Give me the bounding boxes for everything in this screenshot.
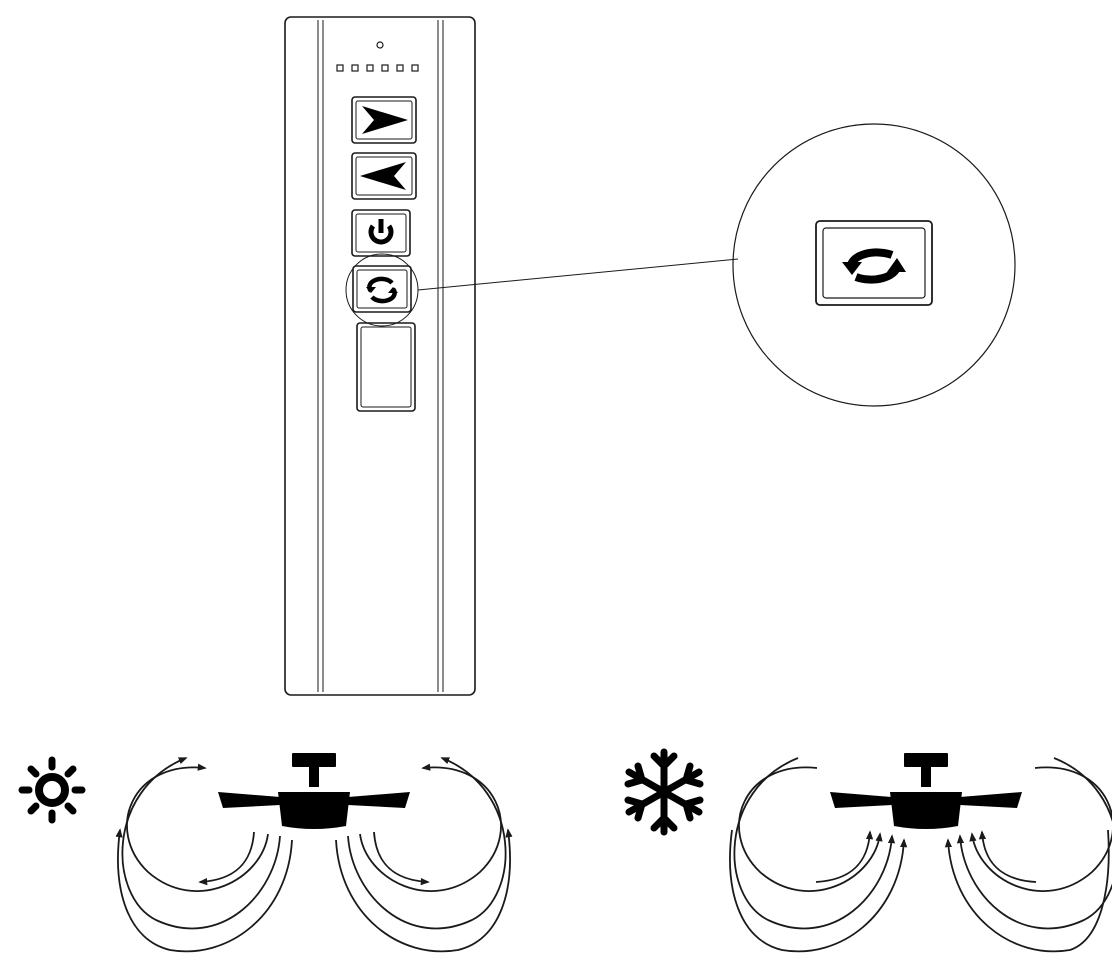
reverse-arrows-icon	[842, 248, 906, 284]
arrow-left-icon	[360, 162, 406, 190]
ceiling-fan	[830, 753, 1022, 829]
zoom-callout	[417, 123, 1016, 407]
remote-body	[284, 16, 476, 696]
remote-status-led	[376, 41, 384, 49]
arrow-right-icon	[362, 106, 408, 134]
ceiling-fan	[218, 753, 410, 829]
indicator-led	[351, 64, 359, 72]
reverse-direction-button[interactable]	[352, 265, 412, 313]
indicator-led	[411, 64, 419, 72]
airflow-arrows	[115, 757, 513, 953]
blank-button[interactable]	[356, 322, 416, 412]
airflow-arrows	[729, 757, 1112, 953]
callout-circle	[732, 123, 1016, 407]
indicator-led	[381, 64, 389, 72]
snowflake-icon	[624, 748, 704, 836]
indicator-led-row	[336, 64, 419, 72]
indicator-led	[396, 64, 404, 72]
blank-button-inner	[360, 326, 412, 408]
power-icon	[368, 219, 394, 245]
indicator-led	[366, 64, 374, 72]
indicator-led	[336, 64, 344, 72]
sun-icon	[18, 756, 86, 824]
remote-control	[284, 16, 476, 696]
reverse-speed-button[interactable]	[351, 152, 417, 200]
winter-mode-illustration	[624, 748, 1112, 953]
forward-button[interactable]	[351, 96, 417, 144]
summer-mode-illustration	[18, 753, 513, 953]
callout-leader-line	[417, 258, 739, 291]
reverse-arrows-icon	[366, 276, 398, 304]
power-button[interactable]	[351, 209, 411, 257]
callout-reverse-button	[815, 220, 933, 306]
